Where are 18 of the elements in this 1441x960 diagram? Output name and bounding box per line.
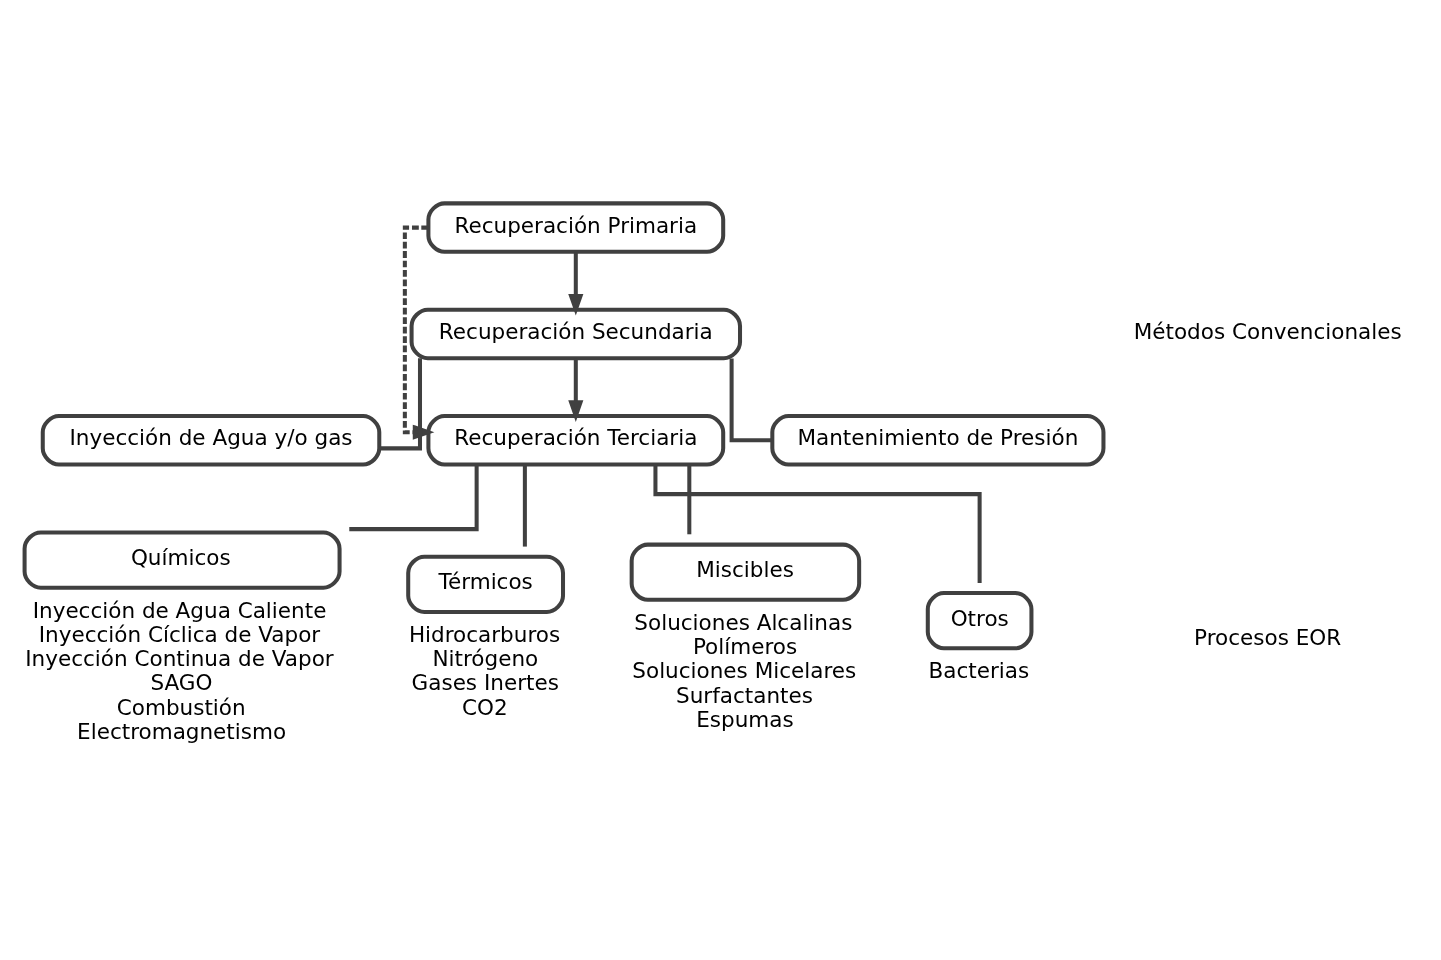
node-label: CO2 — [462, 694, 508, 720]
node-label: Polímeros — [692, 634, 798, 660]
node-label: Soluciones Alcalinas — [634, 609, 853, 635]
node-label: Surfactantes — [676, 682, 813, 708]
label: Procesos EOR — [1194, 624, 1342, 650]
node-label: Combustión — [116, 694, 246, 720]
node-label: Soluciones Micelares — [632, 658, 857, 684]
node-label: Gases Inertes — [411, 670, 559, 696]
node-label: Espumas — [696, 706, 794, 732]
node-label: Inyección Cíclica de Vapor — [38, 621, 321, 647]
node-label: Inyección de Agua Caliente — [32, 597, 327, 623]
node-label: Inyección Continua de Vapor — [25, 646, 334, 672]
node-label: Bacterias — [928, 658, 1030, 684]
node-label: Electromagnetismo — [77, 718, 287, 744]
label: Métodos Convencionales — [1133, 319, 1402, 345]
node-label: Hidrocarburos — [408, 621, 561, 647]
node-label: Nitrógeno — [432, 646, 539, 672]
node-label: SAGO — [150, 670, 213, 696]
